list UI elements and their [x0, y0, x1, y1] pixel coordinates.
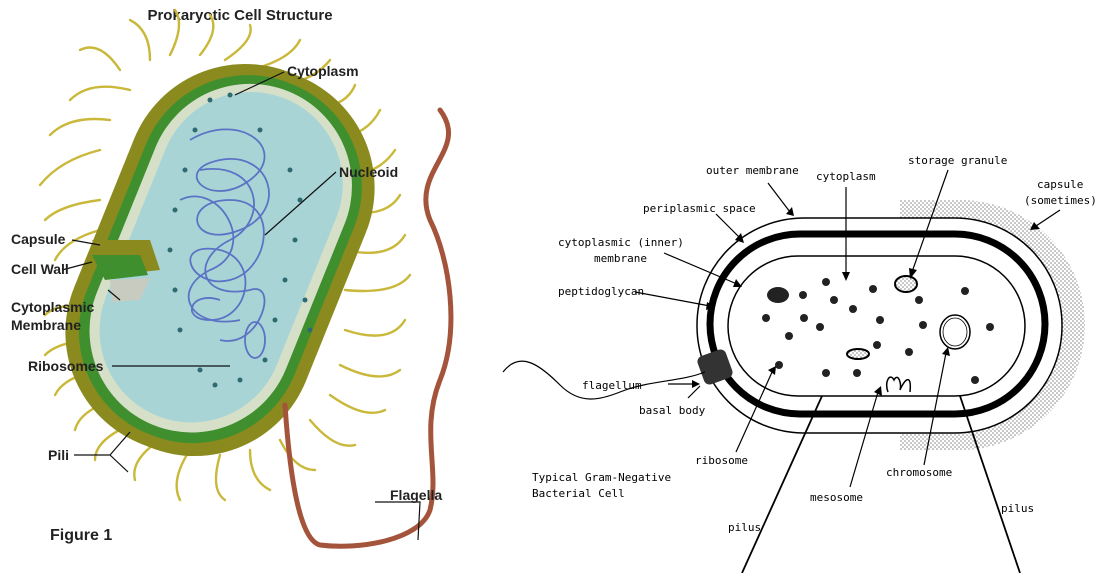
label-cytoplasm: Cytoplasm — [287, 63, 359, 79]
granule-left — [767, 287, 789, 303]
label-pilus-left: pilus — [728, 521, 761, 534]
label-nucleoid: Nucleoid — [339, 164, 398, 180]
inner-membrane — [728, 256, 1025, 396]
right-figure: outer membrane cytoplasm storage granule… — [503, 154, 1097, 573]
caption-line2: Bacterial Cell — [532, 487, 625, 500]
label-chromosome: chromosome — [886, 466, 952, 479]
center-granule — [847, 349, 869, 359]
label-capsule: Capsule — [11, 231, 66, 247]
label-ribosome: ribosome — [695, 454, 748, 467]
label-cytoplasmic-inner-line1: cytoplasmic (inner) — [558, 236, 684, 249]
label-peptidoglycan: peptidoglycan — [558, 285, 644, 298]
label-capsule-right-line1: capsule — [1037, 178, 1083, 191]
left-figure: Prokaryotic Cell Structure — [11, 7, 451, 546]
label-cell-wall: Cell Wall — [11, 261, 69, 277]
label-mesosome: mesosome — [810, 491, 863, 504]
chromosome — [940, 315, 970, 349]
label-pilus-right: pilus — [1001, 502, 1034, 515]
label-ribosomes: Ribosomes — [28, 358, 104, 374]
figure-label: Figure 1 — [50, 527, 112, 544]
label-storage-granule: storage granule — [908, 154, 1007, 167]
label-capsule-right-line2: (sometimes) — [1024, 194, 1097, 207]
storage-granule — [895, 276, 917, 292]
label-flagella: Flagella — [390, 487, 442, 503]
label-pili: Pili — [48, 447, 69, 463]
label-cytoplasm-right: cytoplasm — [816, 170, 876, 183]
label-flagellum: flagellum — [582, 379, 642, 392]
label-outer-membrane: outer membrane — [706, 164, 799, 177]
label-cytoplasmic-inner-line2: membrane — [594, 252, 647, 265]
label-cytoplasmic-membrane-line2: Membrane — [11, 317, 81, 333]
label-basal-body: basal body — [639, 404, 706, 417]
label-cytoplasmic-membrane-line1: Cytoplasmic — [11, 299, 94, 315]
cell-body — [29, 28, 411, 493]
caption-line1: Typical Gram-Negative — [532, 471, 671, 484]
label-periplasmic-space: periplasmic space — [643, 202, 756, 215]
